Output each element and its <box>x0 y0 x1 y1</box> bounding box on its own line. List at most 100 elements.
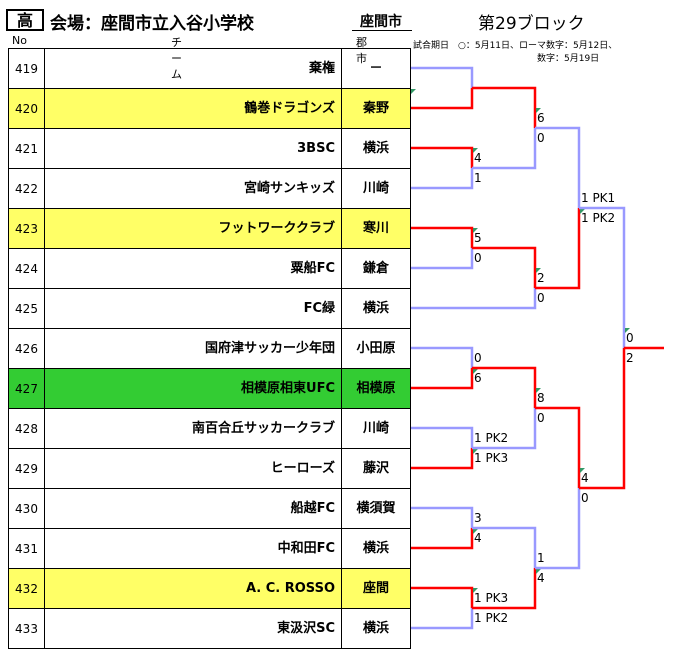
score-bottom: 4 <box>537 571 545 585</box>
venue-title: 会場：座間市立入谷小学校 <box>50 14 254 34</box>
block-title: 第29ブロック <box>478 14 585 34</box>
team-number: 433 <box>8 609 45 649</box>
bracket-line-loser <box>411 168 474 190</box>
team-number: 422 <box>8 169 45 209</box>
bracket-line-winner <box>472 366 537 408</box>
bracket-line-winner <box>411 226 474 248</box>
score-top: 1 PK1 <box>581 191 615 205</box>
team-number: 424 <box>8 249 45 289</box>
score-top: 1 PK3 <box>474 591 508 605</box>
advance-mark <box>536 268 541 273</box>
team-number: 421 <box>8 129 45 169</box>
team-name: 東汲沢SC <box>45 609 342 649</box>
bracket-line-winner <box>472 568 537 610</box>
score-top: 1 <box>537 551 545 565</box>
advance-mark <box>473 449 478 454</box>
team-number: 423 <box>8 209 45 249</box>
team-number: 420 <box>8 89 45 129</box>
score-bottom: 4 <box>474 531 482 545</box>
bracket-line-loser <box>411 288 537 310</box>
category-badge: 高 <box>6 9 44 31</box>
team-name: 国府津サッカー少年団 <box>45 329 342 369</box>
team-city: 横浜 <box>342 129 411 169</box>
team-city: 相模原 <box>342 369 411 409</box>
team-name: 船越FC <box>45 489 342 529</box>
bracket-line-winner <box>411 88 474 110</box>
score-bottom: 0 <box>581 491 589 505</box>
bracket-line-winner <box>411 368 474 390</box>
advance-mark <box>473 148 478 153</box>
score-bottom: 0 <box>537 291 545 305</box>
team-city: 横浜 <box>342 609 411 649</box>
team-city: 藤沢 <box>342 449 411 489</box>
score-bottom: 6 <box>474 371 482 385</box>
team-city: 座間 <box>342 569 411 609</box>
team-city: 川崎 <box>342 409 411 449</box>
score-top: 6 <box>537 111 545 125</box>
bracket-line-loser <box>411 426 474 448</box>
score-top: 1 PK2 <box>474 431 508 445</box>
score-top: 4 <box>474 151 482 165</box>
score-bottom: 0 <box>474 251 482 265</box>
team-city: 鎌倉 <box>342 249 411 289</box>
score-top: 4 <box>581 471 589 485</box>
team-name: フットワーククラブ <box>45 209 342 249</box>
score-top: 3 <box>474 511 482 525</box>
score-top: 0 <box>474 351 482 365</box>
team-number: 432 <box>8 569 45 609</box>
score-bottom: 0 <box>537 131 545 145</box>
column-header-city: 郡市 <box>356 36 367 65</box>
team-number: 426 <box>8 329 45 369</box>
bracket-line-winner <box>579 348 626 490</box>
score-bottom: 1 <box>474 171 482 185</box>
schedule-note-line2: 数字：5月19日 <box>537 54 600 64</box>
advance-mark <box>536 388 541 393</box>
bracket-line-loser <box>579 206 626 348</box>
bracket-line-loser <box>411 506 474 528</box>
team-number: 425 <box>8 289 45 329</box>
score-top: 5 <box>474 231 482 245</box>
team-name: 宮崎サンキッズ <box>45 169 342 209</box>
team-number: 430 <box>8 489 45 529</box>
advance-mark <box>473 369 478 374</box>
team-city: 横浜 <box>342 289 411 329</box>
team-name: 南百合丘サッカークラブ <box>45 409 342 449</box>
team-city: 横浜 <box>342 529 411 569</box>
team-city: 川崎 <box>342 169 411 209</box>
column-header-no: No <box>12 34 27 47</box>
bracket-line-winner <box>411 586 474 608</box>
bracket-line-winner <box>411 448 474 470</box>
bracket-line-winner <box>535 406 581 488</box>
bracket-line-loser <box>535 488 581 570</box>
bracket-line-winner <box>411 528 474 550</box>
bracket-line-winner <box>411 146 474 168</box>
team-city: 秦野 <box>342 89 411 129</box>
bracket-line-loser <box>472 526 537 568</box>
team-number: 431 <box>8 529 45 569</box>
bracket-line-winner <box>535 208 581 290</box>
advance-mark <box>473 529 478 534</box>
team-name: 棄権 <box>45 49 342 89</box>
team-name: 3BSC <box>45 129 342 169</box>
bracket-line-loser <box>472 408 537 450</box>
advance-mark <box>580 468 585 473</box>
team-name: 相模原相東UFC <box>45 369 342 409</box>
score-bottom: 0 <box>537 411 545 425</box>
bracket-line-loser <box>411 346 474 368</box>
bracket-line-loser <box>535 126 581 208</box>
team-city: 寒川 <box>342 209 411 249</box>
host-city-underline <box>352 30 412 31</box>
team-name: FC緑 <box>45 289 342 329</box>
advance-mark <box>625 328 630 333</box>
team-city: － <box>342 49 411 89</box>
score-top: 0 <box>626 331 634 345</box>
score-bottom: 1 PK2 <box>474 611 508 625</box>
team-name: 粟船FC <box>45 249 342 289</box>
score-bottom: 1 PK2 <box>581 211 615 225</box>
score-bottom: 1 PK3 <box>474 451 508 465</box>
advance-mark <box>473 588 478 593</box>
team-name: 中和田FC <box>45 529 342 569</box>
bracket-line-winner <box>472 86 537 128</box>
